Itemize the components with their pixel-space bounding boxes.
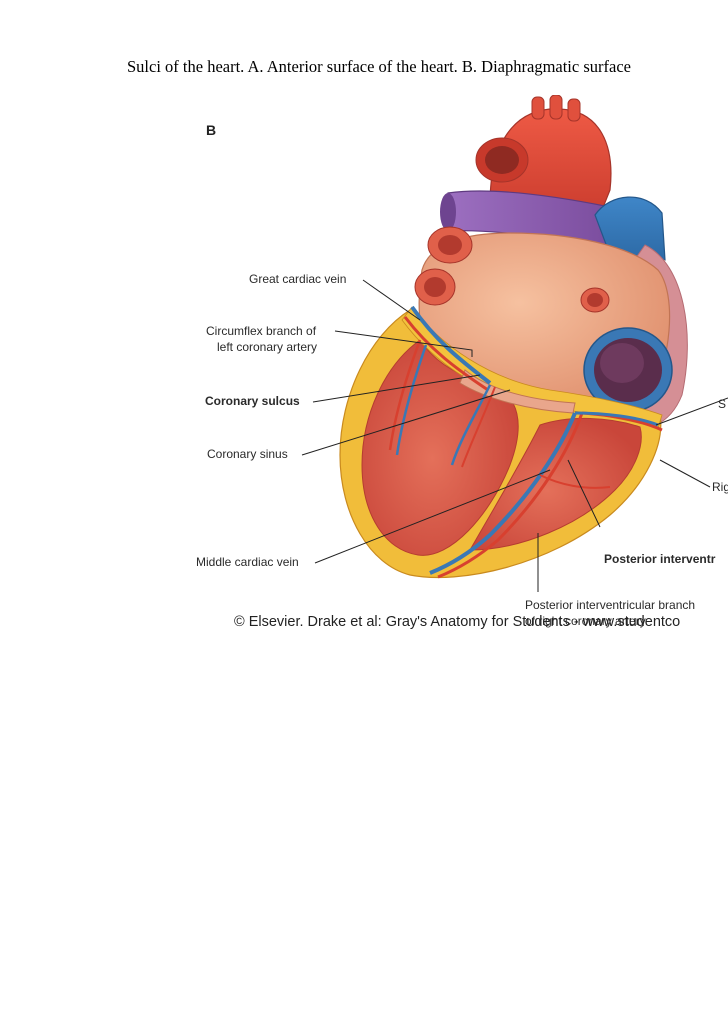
- leader-lines: [301, 279, 728, 592]
- right-ventricle: [469, 417, 642, 551]
- inferior-vena-cava: [583, 327, 673, 413]
- label-posterior-interventricular-branch-line1: Posterior interventricular branch: [525, 598, 696, 612]
- label-right-cut: Rig: [712, 480, 728, 494]
- left-ventricle-vessels: [388, 339, 496, 468]
- circumflex-artery: [403, 316, 489, 392]
- pulmonary-veins: [414, 226, 610, 313]
- heart-diaphragmatic-figure: B Great cardiac vein Circumflex branch o…: [190, 95, 728, 640]
- label-great-cardiac-vein: Great cardiac vein: [249, 272, 347, 286]
- label-circumflex-line1: Circumflex branch of: [206, 324, 317, 338]
- label-posterior-interventricular-branch-line2: of right coronary artery: [525, 614, 646, 628]
- great-cardiac-vein: [410, 305, 492, 385]
- label-middle-cardiac-vein: Middle cardiac vein: [196, 555, 299, 569]
- label-s-cut: S: [718, 397, 727, 411]
- panel-letter: B: [206, 122, 217, 138]
- posterior-interventricular-vessels: [429, 411, 663, 579]
- label-posterior-interventricular-sulcus: Posterior interventr: [604, 552, 716, 566]
- label-coronary-sinus: Coronary sinus: [207, 447, 288, 461]
- copyright-notice: © Elsevier. Drake et al: Gray's Anatomy …: [234, 614, 681, 630]
- heart-illustration: [301, 95, 728, 592]
- label-circumflex-line2: left coronary artery: [217, 340, 318, 354]
- label-coronary-sulcus: Coronary sulcus: [205, 394, 300, 408]
- figure-caption: Sulci of the heart. A. Anterior surface …: [127, 57, 631, 76]
